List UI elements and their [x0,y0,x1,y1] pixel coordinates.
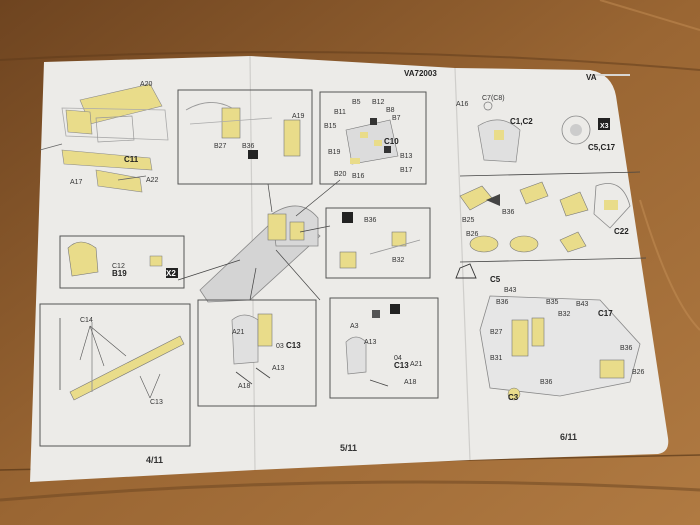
label-b26-a: B26 [466,231,479,238]
page4-diagram-bottom [39,303,191,447]
page5-bottom-right-box [329,297,439,399]
label-b32-b: B32 [558,311,571,318]
page6-middle-section [459,181,647,263]
label-a22: A22 [146,177,159,184]
sheet-code: VA72003 [404,69,437,78]
label-a17: A17 [70,179,83,186]
label-b32: B32 [392,257,405,264]
label-b43-a: B43 [504,287,517,294]
label-b19: B19 [112,269,127,278]
label-b36-b: B36 [364,217,377,224]
label-c5: C5 [490,275,501,284]
label-x3: X3 [600,123,609,130]
label-b36-c: B36 [502,209,515,216]
label-b35: B35 [546,299,559,306]
label-c13: C13 [150,399,163,406]
label-c13-a: C13 [286,341,301,350]
label-b15: B15 [324,123,337,130]
label-b19-b: B19 [328,149,341,156]
label-c7c8: C7(C8) [482,95,505,102]
label-b5: B5 [352,99,361,106]
label-c12: C12 [112,263,125,270]
page5-mid-right-box [325,207,431,279]
page5-bottom-left-box [197,299,317,407]
label-a13-a: A13 [272,365,285,372]
label-a13-b: A13 [364,339,377,346]
page5-cockpit-center [177,179,341,303]
page5-top-left-box [177,89,313,185]
page4-inset-box [59,235,185,289]
label-c17: C17 [598,309,613,318]
label-a20: A20 [140,81,153,88]
label-c11: C11 [124,155,139,164]
page-number-left: 4/11 [146,455,163,465]
label-a21-b: A21 [410,361,423,368]
label-a3: A3 [350,323,359,330]
sheet-code-right: VA [586,73,597,82]
label-04: 04 [394,355,402,362]
label-b36-f: B36 [540,379,553,386]
label-c1c2: C1,C2 [510,117,533,126]
label-b12: B12 [372,99,385,106]
label-b36-e: B36 [620,345,633,352]
label-a21-a: A21 [232,329,245,336]
label-c22: C22 [614,227,629,236]
label-b27-b: B27 [490,329,503,336]
label-c3: C3 [508,393,519,402]
label-b16: B16 [352,173,365,180]
label-b26-b: B26 [632,369,645,376]
label-b13: B13 [400,153,413,160]
label-b11: B11 [334,109,346,116]
page5-top-right-box [319,91,427,185]
label-a19: A19 [292,113,305,120]
page-number-right: 6/11 [560,432,577,442]
label-c5c17: C5,C17 [588,143,616,152]
page6-bottom-section [455,263,641,401]
label-b7: B7 [392,115,401,122]
page4-diagram-top [39,83,169,193]
label-b27: B27 [214,143,227,150]
label-a16: A16 [456,101,469,108]
label-x2: X2 [166,269,176,278]
page6-top-section [459,101,641,177]
label-b25: B25 [462,217,475,224]
label-b20: B20 [334,171,347,178]
label-03: 03 [276,343,284,350]
label-b31: B31 [490,355,503,362]
label-b36-a: B36 [242,143,255,150]
label-a18-b: A18 [404,379,417,386]
label-a18-a: A18 [238,383,251,390]
label-b17: B17 [400,167,413,174]
label-b36-d: B36 [496,299,509,306]
label-b8: B8 [386,107,395,114]
label-c13-b: C13 [394,361,409,370]
label-c14: C14 [80,317,93,324]
label-b43-b: B43 [576,301,589,308]
page-number-center: 5/11 [340,443,357,453]
label-c10: C10 [384,137,399,146]
